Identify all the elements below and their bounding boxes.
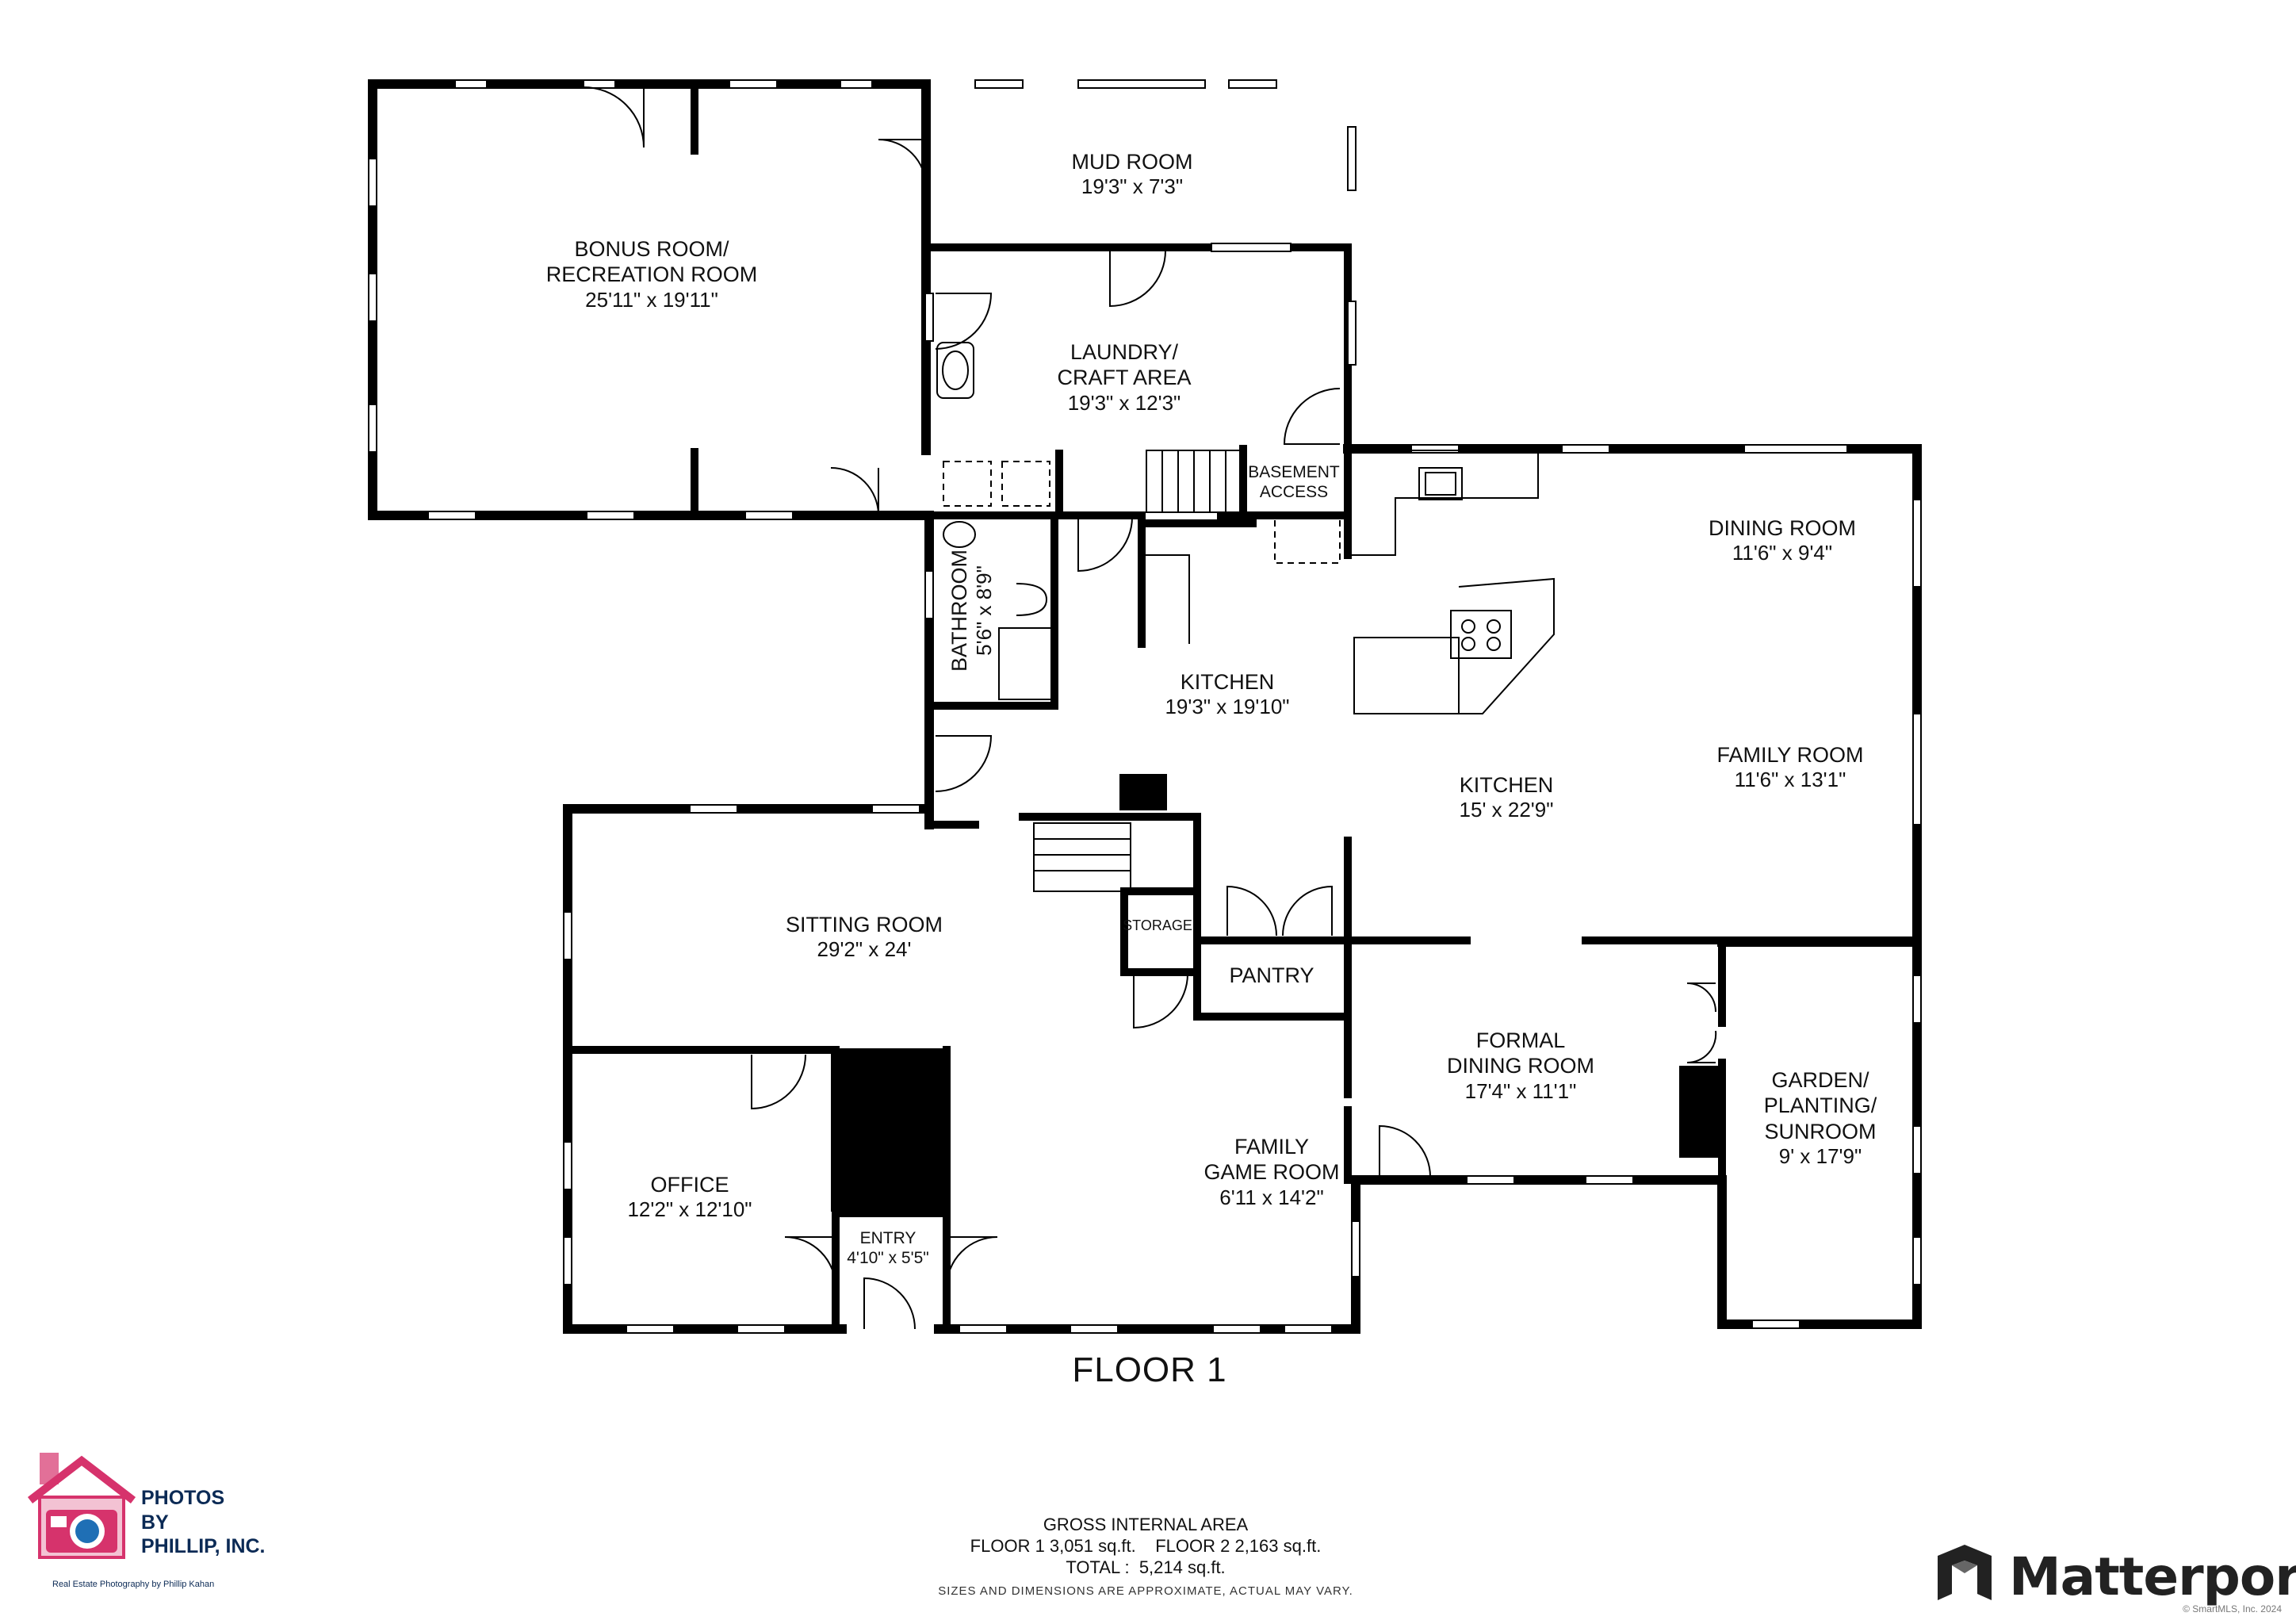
- photographer-logo: PHOTOS BY PHILLIP, INC. Real Estate Phot…: [22, 1445, 276, 1595]
- floor-title: FLOOR 1: [1072, 1350, 1227, 1389]
- office-label: OFFICE 12'2" x 12'10": [627, 1173, 752, 1222]
- doors: [583, 86, 1717, 1330]
- garden-sunroom-label: GARDEN/ PLANTING/ SUNROOM 9' x 17'9": [1763, 1067, 1877, 1168]
- family-room-label: FAMILY ROOM 11'6" x 13'1": [1716, 743, 1864, 792]
- bathroom-label: BATHROOM 5'6" x 8'9": [947, 550, 997, 672]
- area-floors: FLOOR 1 3,051 sq.ft. FLOOR 2 2,163 sq.ft…: [970, 1535, 1322, 1556]
- storage-label: STORAGE: [1123, 917, 1192, 934]
- pantry-label: PANTRY: [1229, 963, 1314, 987]
- copyright: © SmartMLS, Inc. 2024: [2183, 1603, 2282, 1614]
- entry-label: ENTRY 4'10" x 5'5": [847, 1228, 929, 1267]
- area-title: GROSS INTERNAL AREA: [1043, 1515, 1249, 1534]
- laundry-label: LAUNDRY/ CRAFT AREA 19'3" x 12'3": [1057, 340, 1192, 415]
- matterport-logo: Matterport: [1933, 1542, 2296, 1607]
- kitchen-b-label: KITCHEN 15' x 22'9": [1459, 773, 1554, 822]
- kitchen-a-label: KITCHEN 19'3" x 19'10": [1165, 670, 1290, 719]
- formal-dining-label: FORMAL DINING ROOM 17'4" x 11'1": [1447, 1028, 1594, 1103]
- area-total: TOTAL : 5,214 sq.ft.: [1066, 1557, 1226, 1577]
- windows: [368, 79, 1922, 1334]
- fireplaces: [831, 774, 1725, 1212]
- bonus-room-label: BONUS ROOM/ RECREATION ROOM 25'11" x 19'…: [545, 237, 758, 312]
- mud-room-label: MUD ROOM 19'3" x 7'3": [1071, 150, 1193, 199]
- dining-room-label: DINING ROOM 11'6" x 9'4": [1709, 516, 1856, 565]
- matterport-wordmark: Matterport: [2009, 1546, 2296, 1607]
- photographer-name: PHOTOS BY PHILLIP, INC.: [141, 1487, 266, 1557]
- exterior-walls: [368, 79, 1922, 1334]
- photographer-tagline: Real Estate Photography by Phillip Kahan: [52, 1580, 215, 1589]
- area-summary: GROSS INTERNAL AREA FLOOR 1 3,051 sq.ft.…: [789, 1515, 1502, 1599]
- family-game-room-label: FAMILY GAME ROOM 6'11 x 14'2": [1203, 1135, 1340, 1209]
- basement-access-label: BASEMENT ACCESS: [1248, 462, 1340, 501]
- area-disclaimer: SIZES AND DIMENSIONS ARE APPROXIMATE, AC…: [938, 1584, 1353, 1599]
- sitting-room-label: SITTING ROOM 29'2" x 24': [786, 913, 943, 962]
- matterport-mark-icon: [1938, 1545, 1992, 1600]
- fixtures: [936, 342, 1555, 892]
- house-camera-icon: [27, 1453, 136, 1559]
